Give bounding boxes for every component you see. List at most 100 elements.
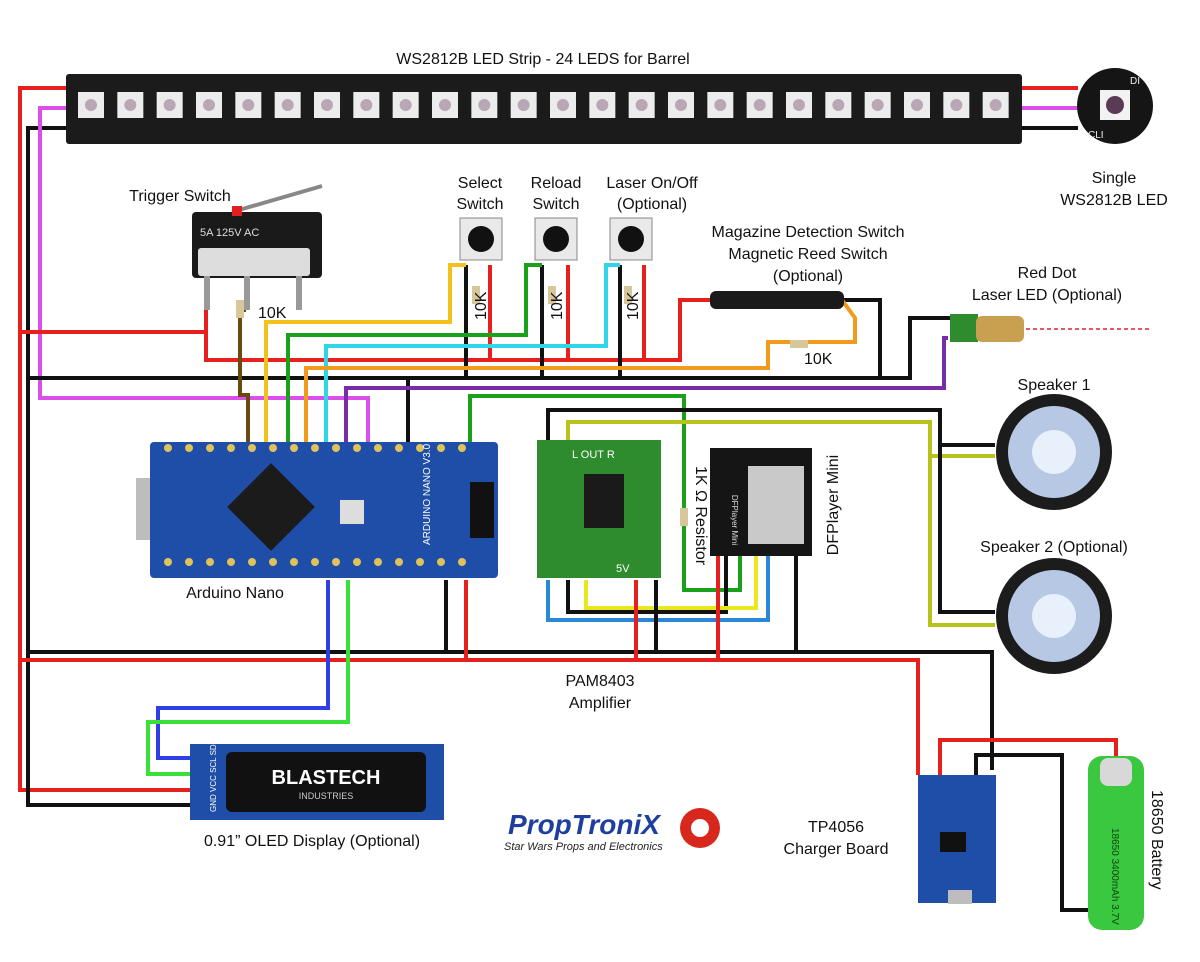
resistors-10k [236,286,808,348]
wire-black-rail [28,316,950,380]
oled-pins: GND VCC SCL SDA [209,738,218,812]
wire-magenta-strip [38,106,370,445]
strip-led [628,92,655,118]
pam-out: L OUT R [572,449,615,461]
wire-green-reload [286,263,542,445]
red-dot-label-2: Laser LED (Optional) [972,287,1122,304]
strip-led [550,92,576,118]
speaker-2-label: Speaker 2 (Optional) [980,539,1128,556]
wire-black-batt [974,753,1090,912]
battery-label: 18650 Battery [1148,790,1165,890]
strip-led [904,92,930,118]
strip-led [825,92,852,118]
strip-led [392,92,419,118]
r10k-trigger: 10K [258,305,287,322]
wire-black-reed [842,298,882,378]
nano-pin [458,444,466,452]
resistor-1k-label: 1K Ω Resistor [692,466,709,566]
wire-red-rail [204,298,712,362]
pam-label-2: Amplifier [569,695,632,712]
strip-led [314,92,340,118]
strip-led [196,92,222,118]
reload-label-2: Switch [532,196,579,213]
strip-led [471,92,498,118]
r10k-reed: 10K [804,351,833,368]
trigger-switch: 5A 125V AC [192,184,323,310]
dfplayer-label: DFPlayer Mini [825,455,842,555]
nano-pin [290,558,298,566]
nano-pin [437,444,445,452]
laser-switch-label-2: (Optional) [617,196,687,213]
reed-switch [710,291,844,309]
wire-olive-spk2 [928,456,995,627]
nano-pin [374,444,382,452]
wire-yellow-select [264,263,466,445]
wire-black-bottom [28,650,994,770]
single-led-cli: CLI [1088,130,1104,141]
nano-pin [437,558,445,566]
nano-pin [227,558,235,566]
pam-label-1: PAM8403 [565,673,634,690]
df-board-print: DFPlayer Mini [730,495,739,545]
strip-led [117,92,144,118]
nano-pin [353,444,361,452]
strip-led [786,92,812,118]
nano-pin [332,444,340,452]
blastech-logo: BLASTECH [272,767,381,789]
battery-18650: 18650 3400mAh 3.7V [1088,756,1144,930]
strip-led [78,92,104,118]
wire-red-trunk [18,86,190,792]
strip-led [510,92,537,118]
wire-black-amp [546,408,995,447]
red-dot-label-1: Red Dot [1018,265,1077,282]
red-dot-laser [950,314,1150,342]
nano-pin [269,558,277,566]
wire-red-batt [938,738,1118,775]
nano-pin [395,444,403,452]
battery-print: 18650 3400mAh 3.7V [1109,828,1120,925]
strip-led [982,92,1009,118]
select-switch [459,217,503,261]
nano-pin [458,558,466,566]
single-led-label-1: Single [1092,170,1137,187]
nano-pin [395,558,403,566]
wire-olive-amp [566,420,995,458]
nano-pin [374,558,382,566]
nano-pin [185,558,193,566]
strip-led [156,92,183,118]
trigger-label: Trigger Switch [129,188,231,205]
blastech-sub: INDUSTRIES [299,791,354,801]
pam-5v: 5V [616,563,630,575]
wire-black-amp-b [566,556,728,614]
nano-pin [269,444,277,452]
nano-pin [311,444,319,452]
nano-pin [353,558,361,566]
r10k-select: 10K [473,291,490,320]
r10k-laser: 10K [625,291,642,320]
trigger-print: 5A 125V AC [200,227,259,239]
nano-pin [332,558,340,566]
magazine-label-1: Magazine Detection Switch [712,224,905,241]
nano-pin [416,558,424,566]
nano-pin [206,558,214,566]
wire-yellow-amp-b [584,556,758,610]
nano-pin [164,558,172,566]
strip-led [864,92,891,118]
proptronix-logo: PropTroniX Star Wars Props and Electroni… [504,808,720,853]
select-label-1: Select [458,175,503,192]
nano-pin [248,558,256,566]
proptronix-sub: Star Wars Props and Electronics [504,841,663,853]
strip-led [274,92,301,118]
single-led-label-2: WS2812B LED [1060,192,1168,209]
nano-pin [290,444,298,452]
nano-pin [416,444,424,452]
wire-blue-oled [156,580,330,760]
single-led: DI CLI [1077,68,1153,144]
nano-pin [164,444,172,452]
resistor-1k [680,508,688,526]
speaker-1-label: Speaker 1 [1018,377,1091,394]
arduino-label: Arduino Nano [186,585,284,602]
wire-cyan-laser [324,263,620,445]
strip-led [707,92,734,118]
